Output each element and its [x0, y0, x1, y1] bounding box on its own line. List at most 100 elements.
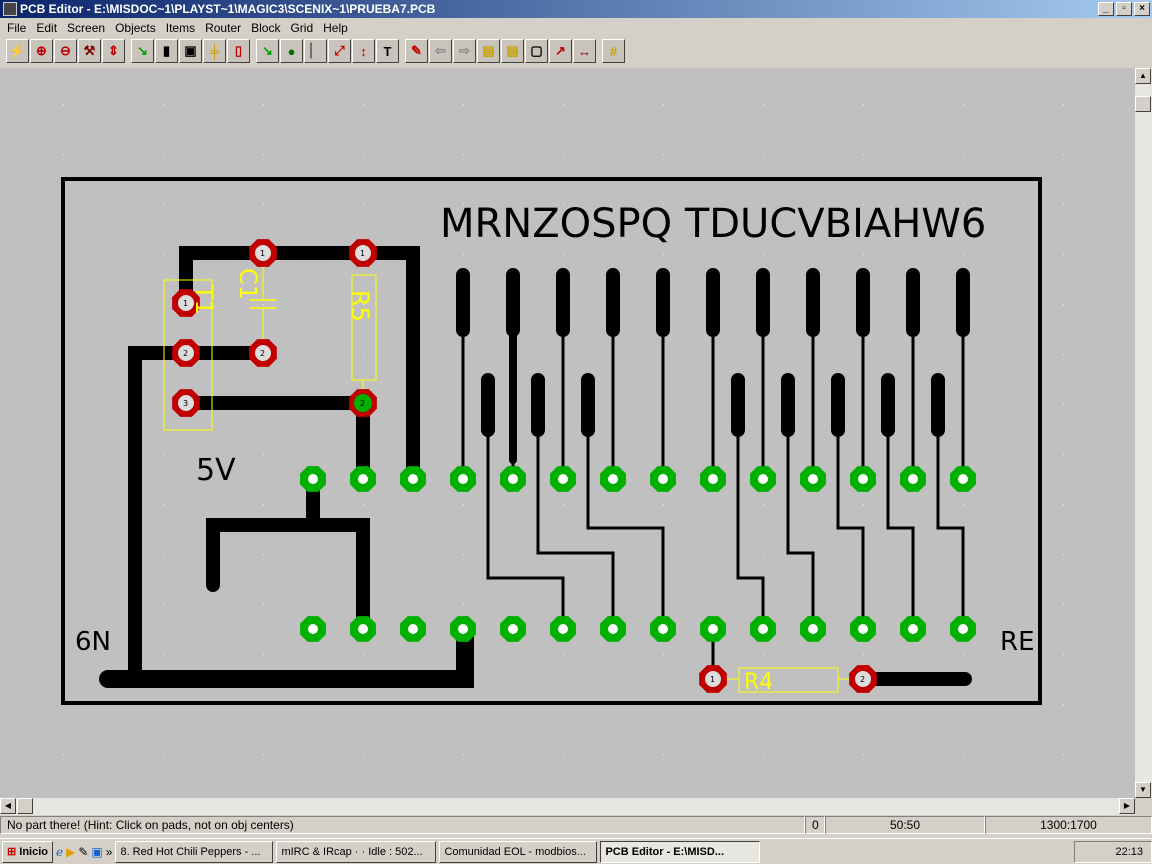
block3-button[interactable]: ▢	[525, 39, 548, 63]
resistor-button[interactable]: ▯	[227, 39, 250, 63]
track[interactable]	[586, 428, 665, 631]
toolbar-separator	[400, 39, 404, 67]
tools-button[interactable]: ⚒	[78, 39, 101, 63]
menu-objects[interactable]: Objects	[115, 21, 156, 35]
zoom-in-button[interactable]: ⊕	[30, 39, 53, 63]
start-label: Inicio	[19, 845, 49, 858]
gnd-track[interactable]	[131, 620, 474, 688]
r5-outline	[351, 274, 377, 381]
start-button[interactable]: ⊞ Inicio	[2, 840, 54, 863]
grid-dot	[263, 654, 264, 655]
ic-button[interactable]: ▮	[155, 39, 178, 63]
grid-dot	[263, 204, 264, 205]
text-icon: T	[383, 43, 392, 59]
menu-edit[interactable]: Edit	[36, 21, 58, 35]
pad-hole	[308, 624, 318, 634]
transistor-button[interactable]: ▣	[179, 39, 202, 63]
menu-screen[interactable]: Screen	[67, 21, 106, 35]
horizontal-scrollbar[interactable]: ◀ ▶	[0, 798, 1135, 815]
slot-button[interactable]: ▏	[304, 39, 327, 63]
pad-hole	[355, 245, 371, 261]
track[interactable]	[736, 428, 765, 631]
quicklaunch-app-icon[interactable]: ▣	[91, 844, 103, 859]
text-button[interactable]: T	[376, 39, 399, 63]
pad-button[interactable]: ●	[280, 39, 303, 63]
pad-number: 2	[260, 349, 265, 358]
resistor-icon: ▯	[234, 43, 243, 58]
via-button[interactable]: ↕	[352, 39, 375, 63]
block1-button[interactable]: ▤	[477, 39, 500, 63]
grid-dot	[663, 104, 664, 105]
menu-file[interactable]: File	[7, 21, 27, 35]
block2-button[interactable]: ▤	[501, 39, 524, 63]
menu-block[interactable]: Block	[251, 21, 281, 35]
scroll-left-button[interactable]: ◀	[0, 798, 16, 814]
grid-dot	[463, 754, 464, 755]
grid-dot	[663, 254, 664, 255]
track[interactable]	[886, 428, 915, 631]
quicklaunch-editor-icon[interactable]: ✎	[78, 844, 89, 859]
scroll-down-button[interactable]: ▼	[1135, 782, 1151, 798]
layers-button[interactable]: ⇕	[102, 39, 125, 63]
grid-dot	[363, 304, 364, 305]
vertical-scrollbar[interactable]: ▲ ▼	[1135, 68, 1152, 798]
task-mirc[interactable]: mIRC & IRcap · · Idle : 502...	[276, 840, 437, 863]
track[interactable]	[486, 428, 565, 631]
place-part-button[interactable]: ↘	[131, 39, 154, 63]
maximize-button[interactable]: ▫	[1116, 2, 1132, 16]
task-winamp[interactable]: 8. Red Hot Chili Peppers - ...	[115, 840, 274, 863]
grid-dot	[363, 354, 364, 355]
grid-button[interactable]: #	[602, 39, 625, 63]
grid-dot	[163, 754, 164, 755]
block2-icon: ▤	[506, 43, 519, 58]
track[interactable]	[179, 246, 420, 486]
close-button[interactable]: ×	[1134, 2, 1150, 16]
undo-button[interactable]: ⇦	[429, 39, 452, 63]
scroll-right-button[interactable]: ▶	[1119, 798, 1135, 814]
quicklaunch-more-icon[interactable]: »	[105, 844, 113, 859]
system-tray: 22:13	[1074, 840, 1152, 863]
grid-dot	[1063, 504, 1064, 505]
track[interactable]	[536, 428, 615, 631]
window-title: PCB Editor - E:\MISDOC~1\PLAYST~1\MAGIC3…	[20, 2, 436, 16]
track[interactable]	[936, 428, 965, 631]
arc-button[interactable]: ⤢	[328, 39, 351, 63]
grid-dot	[1063, 304, 1064, 305]
scroll-thumb-h[interactable]	[17, 798, 33, 814]
menu-help[interactable]: Help	[323, 21, 348, 35]
grid-dot	[963, 654, 964, 655]
place-track-button[interactable]: ↘	[256, 39, 279, 63]
pad-number: 1	[260, 249, 265, 258]
menu-router[interactable]: Router	[205, 21, 242, 35]
erase-button[interactable]: ✎	[405, 39, 428, 63]
pad-hole	[858, 474, 868, 484]
task-browser[interactable]: Comunidad EOL - modbios...	[439, 840, 598, 863]
track[interactable]	[836, 428, 865, 631]
scroll-thumb[interactable]	[1135, 96, 1151, 112]
mirror-button[interactable]: ↔	[573, 39, 596, 63]
capacitor-button[interactable]: ╪	[203, 39, 226, 63]
menu-items[interactable]: Items	[165, 21, 196, 35]
zoom-out-button[interactable]: ⊖	[54, 39, 77, 63]
quicklaunch-media-icon[interactable]: ▶	[66, 844, 76, 859]
grid-dot	[663, 754, 664, 755]
grid-dot	[563, 104, 564, 105]
track[interactable]	[206, 472, 320, 592]
redo-button[interactable]: ⇨	[453, 39, 476, 63]
track[interactable]	[128, 346, 270, 686]
scroll-up-button[interactable]: ▲	[1135, 68, 1151, 84]
minimize-button[interactable]: _	[1098, 2, 1114, 16]
task-pcb-editor[interactable]: PCB Editor - E:\MISD...	[600, 840, 761, 863]
track[interactable]	[306, 518, 370, 636]
pad-hole	[408, 474, 418, 484]
track[interactable]	[786, 428, 815, 631]
route-button[interactable]: ↗	[549, 39, 572, 63]
pad-hole	[808, 474, 818, 484]
grid-dot	[263, 154, 264, 155]
quicklaunch-ie-icon[interactable]: ℯ	[56, 844, 64, 859]
pad-hole	[358, 624, 368, 634]
menu-grid[interactable]: Grid	[290, 21, 314, 35]
autoroute-button[interactable]: ⚡	[6, 39, 29, 63]
